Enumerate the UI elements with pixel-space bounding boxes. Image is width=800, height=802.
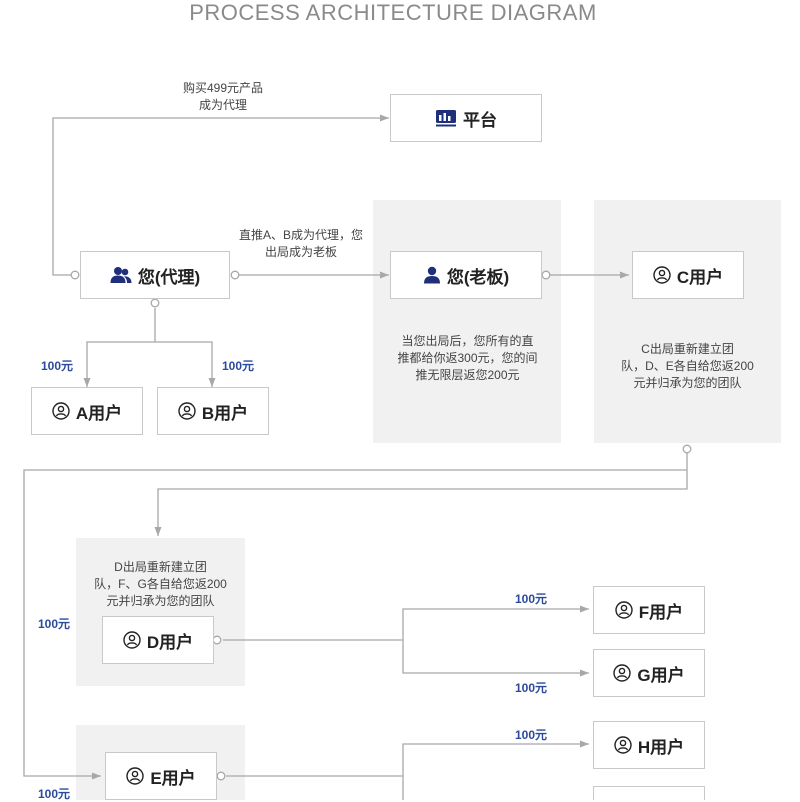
connector-dot	[216, 771, 226, 781]
connector-dot	[541, 270, 551, 280]
amount-g: 100元	[515, 681, 548, 695]
user-d-label: D用户	[146, 632, 194, 652]
amount-f: 100元	[515, 592, 548, 606]
dashboard-icon	[436, 110, 456, 127]
c-user-panel	[594, 200, 781, 443]
user-e-node[interactable]: E用户	[105, 752, 217, 800]
user-circle-icon	[653, 266, 671, 284]
diagram-title: PROCESS ARCHITECTURE DIAGRAM	[189, 0, 597, 25]
next-user-node-partial[interactable]	[593, 786, 705, 800]
you-agent-node[interactable]: 您(代理)	[80, 251, 230, 299]
user-a-label: A用户	[75, 403, 123, 423]
user-f-label: F用户	[638, 602, 684, 622]
platform-node[interactable]: 平台	[390, 94, 542, 142]
amount-a: 100元	[41, 359, 74, 373]
user-circle-icon	[615, 601, 633, 619]
user-b-node[interactable]: B用户	[157, 387, 269, 435]
boss-note: 当您出局后，您所有的直推都给你返300元，您的间推无限层返您200元	[397, 334, 538, 382]
boss-panel	[373, 200, 561, 443]
you-boss-node[interactable]: 您(老板)	[390, 251, 542, 299]
users-icon	[110, 267, 132, 283]
you-agent-label: 您(代理)	[137, 267, 201, 287]
user-h-label: H用户	[637, 737, 685, 757]
user-c-label: C用户	[676, 267, 724, 287]
user-g-label: G用户	[637, 665, 685, 685]
user-c-node[interactable]: C用户	[632, 251, 744, 299]
amount-e: 100元	[38, 787, 71, 801]
user-circle-icon	[614, 736, 632, 754]
buy-note: 购买499元产品成为代理	[182, 81, 264, 112]
amount-d: 100元	[38, 617, 71, 631]
user-g-node[interactable]: G用户	[593, 649, 705, 697]
user-f-node[interactable]: F用户	[593, 586, 705, 634]
user-circle-icon	[126, 767, 145, 785]
connector-dot	[682, 444, 692, 454]
user-d-node[interactable]: D用户	[102, 616, 214, 664]
amount-b: 100元	[222, 359, 255, 373]
user-circle-icon	[52, 402, 70, 420]
user-b-label: B用户	[201, 403, 249, 423]
user-icon	[423, 266, 440, 284]
amount-h: 100元	[515, 728, 548, 742]
connector-dot	[70, 270, 80, 280]
user-circle-icon	[613, 664, 632, 682]
connector-dot	[212, 635, 222, 645]
user-e-label: E用户	[150, 768, 196, 788]
platform-label: 平台	[463, 110, 497, 130]
connector-dot	[230, 270, 240, 280]
user-circle-icon	[178, 402, 196, 420]
push-note: 直推A、B成为代理，您出局成为老板	[238, 228, 363, 259]
user-a-node[interactable]: A用户	[31, 387, 143, 435]
user-h-node[interactable]: H用户	[593, 721, 705, 769]
connector-dot	[150, 298, 160, 308]
user-circle-icon	[123, 631, 141, 649]
you-boss-label: 您(老板)	[446, 267, 510, 287]
